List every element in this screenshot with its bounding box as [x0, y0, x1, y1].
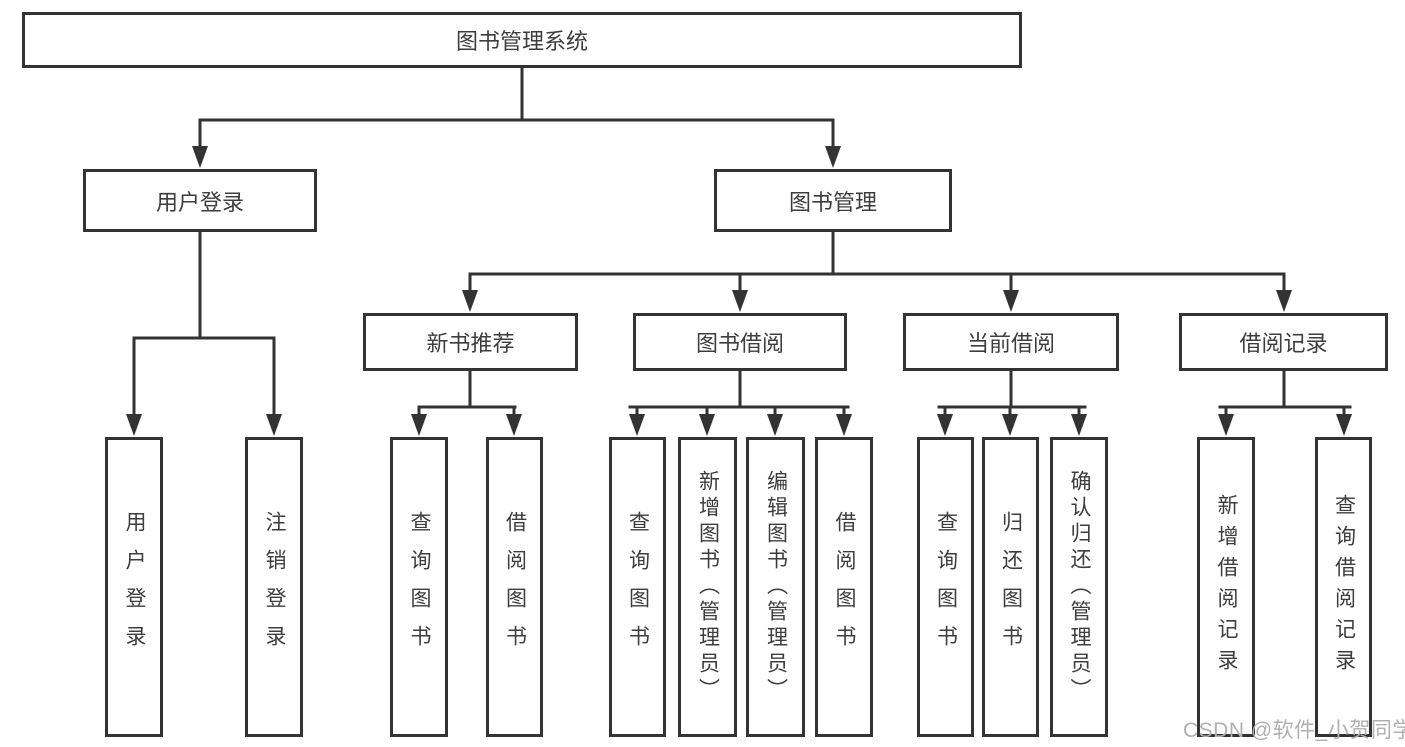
node-add-borrow-record: 新增借阅记录: [1197, 437, 1255, 737]
node-user-login: 用户登录: [83, 169, 317, 232]
node-query-books-current: 查询图书: [917, 437, 974, 737]
node-book-borrowing: 图书借阅: [633, 313, 847, 371]
node-add-books-admin: 新增图书（管理员）: [678, 437, 737, 737]
node-return-books: 归还图书: [982, 437, 1039, 737]
node-user-login-leaf: 用户登录: [105, 437, 163, 737]
node-book-management: 图书管理: [714, 169, 952, 232]
watermark: CSDN @软件_小贺同学: [1183, 719, 1405, 742]
node-edit-books-admin: 编辑图书（管理员）: [746, 437, 805, 737]
node-library-management-system: 图书管理系统: [22, 12, 1022, 68]
node-current-borrowing: 当前借阅: [903, 313, 1119, 371]
node-confirm-return-admin: 确认归还（管理员）: [1050, 437, 1108, 737]
node-query-books-borrowing: 查询图书: [609, 437, 666, 737]
node-logout: 注销登录: [245, 437, 303, 737]
node-new-book-recommendation: 新书推荐: [363, 313, 578, 371]
node-borrowing-records: 借阅记录: [1179, 313, 1388, 371]
node-query-books-recommend: 查询图书: [390, 437, 448, 737]
node-query-borrow-record: 查询借阅记录: [1315, 437, 1372, 737]
node-borrow-books-leaf: 借阅图书: [815, 437, 873, 737]
node-borrow-books-recommend: 借阅图书: [486, 437, 543, 737]
